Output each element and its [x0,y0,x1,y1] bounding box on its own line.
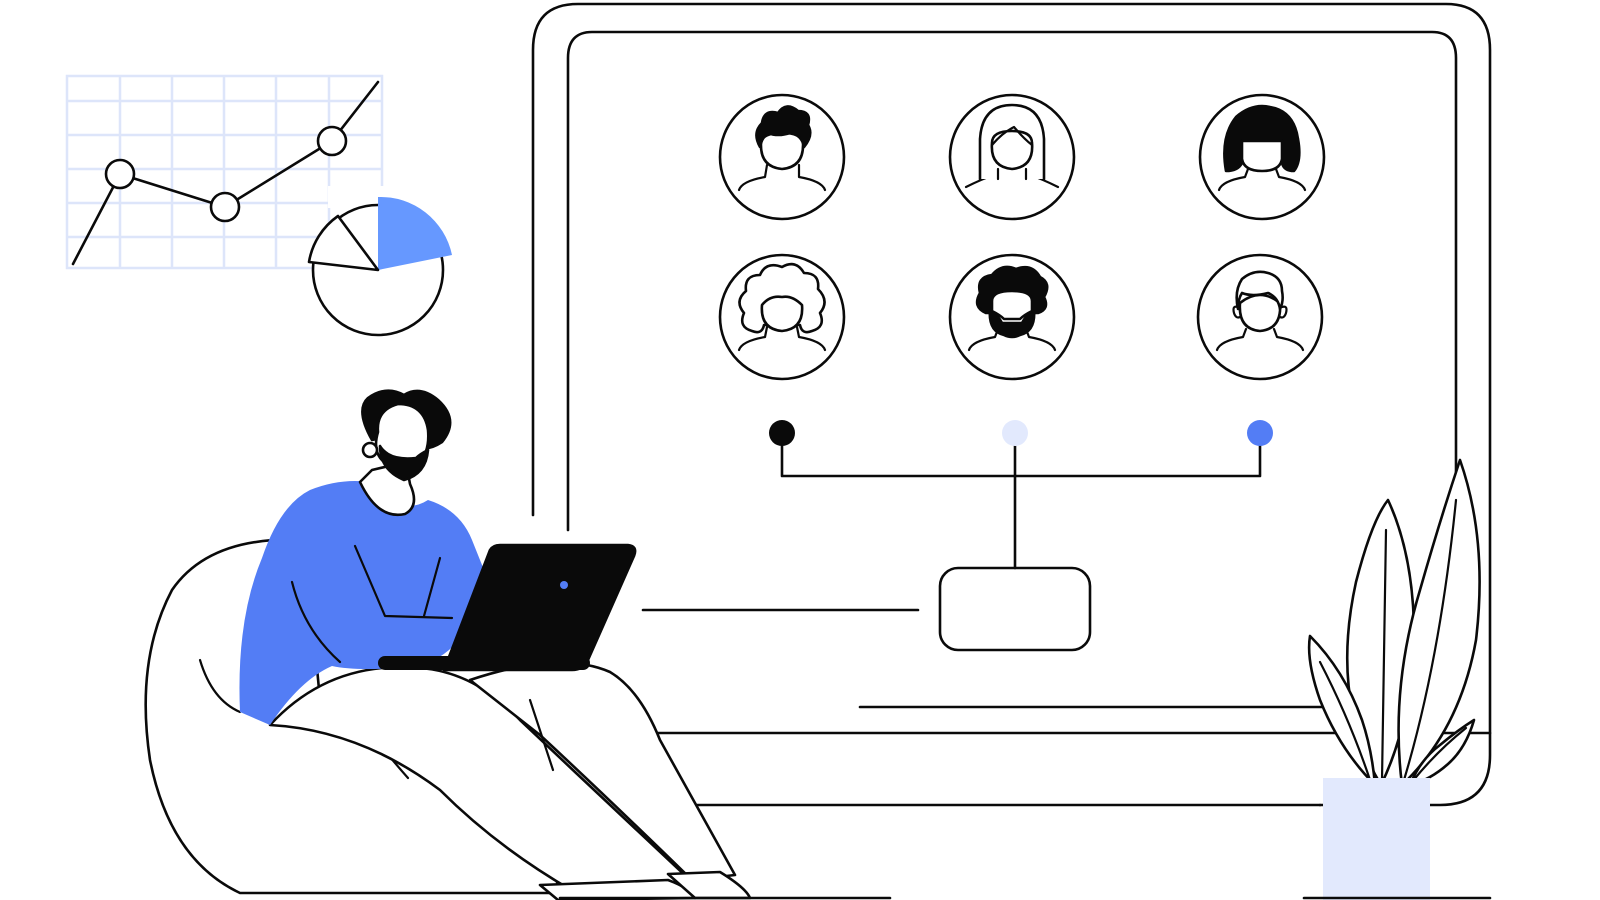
dot-blue[interactable] [1247,420,1273,446]
plant-icon [1307,458,1481,900]
avatar-black-bob-hair[interactable] [1198,93,1326,221]
person-face [374,402,430,466]
dot-black[interactable] [769,420,795,446]
pie-slice-small [307,214,380,272]
laptop-base [378,656,590,670]
avatar-short-hair[interactable] [1196,253,1324,381]
monitor-outer-frame [531,2,1492,807]
chart-point-3 [316,125,348,157]
chart-point-2 [209,191,241,223]
avatar-bearded[interactable] [948,253,1076,381]
avatar-curly-hair[interactable] [718,253,846,381]
connector-tree [769,420,1273,570]
dot-light[interactable] [1002,420,1028,446]
laptop-logo-icon [560,581,568,589]
person-sweater[interactable] [239,481,488,725]
pie-slice-blue [378,196,452,270]
screen-target-box[interactable] [938,566,1092,652]
avatar-short-curly-hair[interactable] [718,93,846,221]
plant-pot [1323,778,1430,900]
person [239,389,752,900]
pie-chart-icon [307,186,452,337]
person-beard [378,444,430,482]
chart-point-1 [104,158,136,190]
avatar-long-hair[interactable] [948,93,1076,221]
